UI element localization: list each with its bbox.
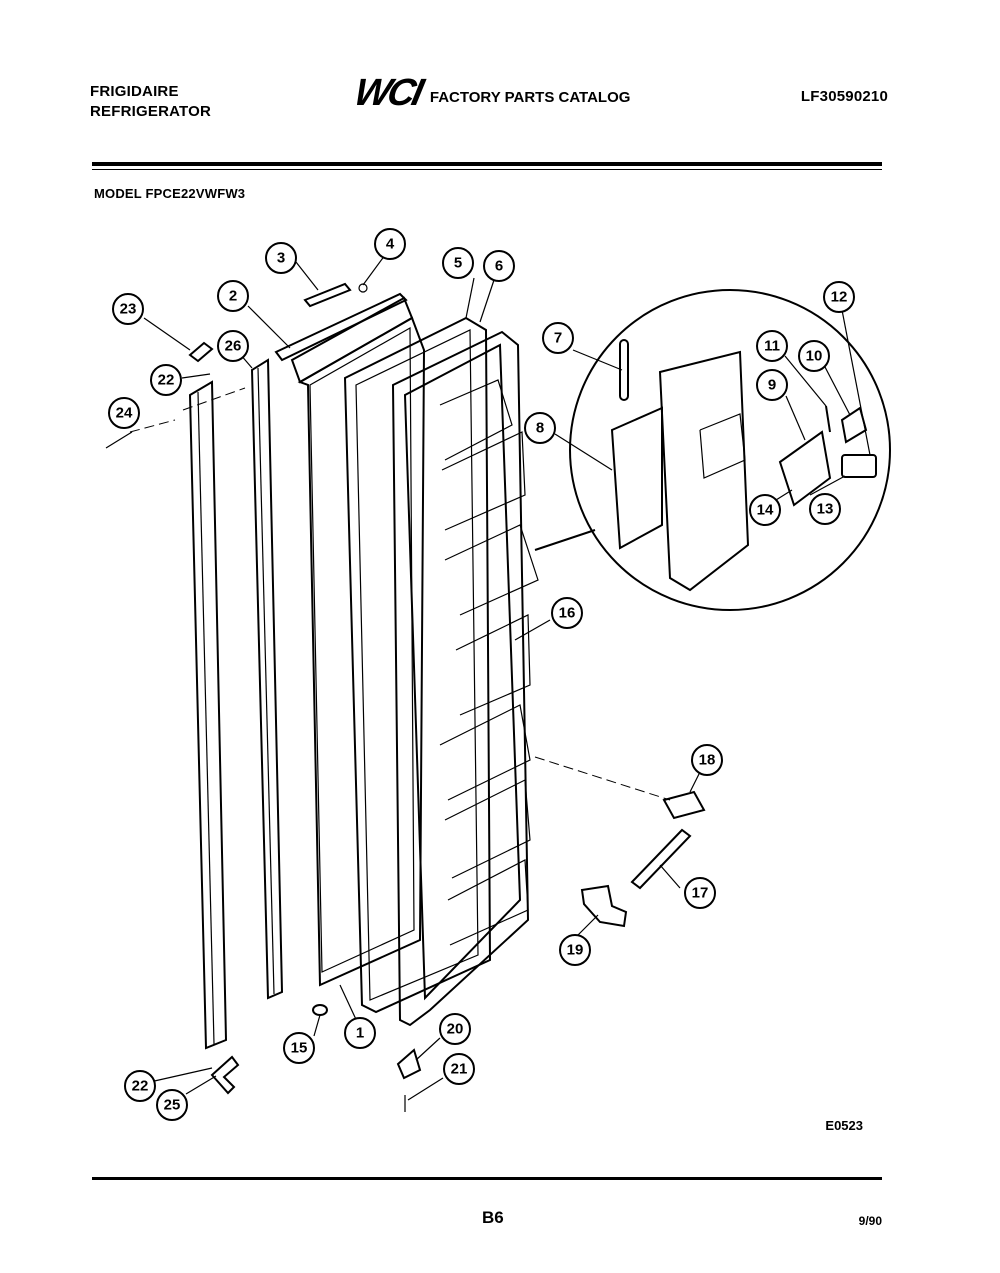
svg-text:19: 19 xyxy=(567,942,584,959)
svg-text:8: 8 xyxy=(536,420,544,437)
svg-text:21: 21 xyxy=(451,1061,468,1078)
svg-text:5: 5 xyxy=(454,255,462,272)
callout-6: 6 xyxy=(483,250,515,282)
top-divider xyxy=(92,162,882,166)
svg-text:10: 10 xyxy=(806,348,823,365)
svg-text:24: 24 xyxy=(116,405,133,422)
screw-24 xyxy=(105,431,133,449)
diagram-code: E0523 xyxy=(825,1118,863,1133)
svg-text:2: 2 xyxy=(229,288,237,305)
door-gasket xyxy=(343,316,492,1014)
callout-22-bottom: 22 xyxy=(124,1070,156,1102)
catalog-heading: WCI FACTORY PARTS CATALOG xyxy=(351,72,631,115)
callout-17: 17 xyxy=(684,877,716,909)
callout-26: 26 xyxy=(217,330,249,362)
lower-hinge-bracket xyxy=(210,1055,240,1095)
svg-text:20: 20 xyxy=(447,1021,464,1038)
callout-15: 15 xyxy=(283,1032,315,1064)
callout-5: 5 xyxy=(442,247,474,279)
rail-end-cap xyxy=(580,884,628,928)
model-label: MODEL FPCE22VWFW3 xyxy=(94,186,246,201)
shelf-clip xyxy=(662,790,706,820)
svg-text:1: 1 xyxy=(356,1025,364,1042)
callout-19: 19 xyxy=(559,934,591,966)
catalog-title: FACTORY PARTS CATALOG xyxy=(429,89,631,106)
dispenser-frame xyxy=(778,430,832,507)
callout-20: 20 xyxy=(439,1013,471,1045)
shelf-rail xyxy=(630,828,692,890)
switch-cover xyxy=(841,454,877,478)
upper-hinge-bracket xyxy=(188,341,214,363)
callout-10: 10 xyxy=(798,340,830,372)
brand-name: FRIGIDAIRE xyxy=(90,83,179,100)
svg-text:23: 23 xyxy=(120,301,137,318)
brand-block: FRIGIDAIRE REFRIGERATOR xyxy=(90,82,211,122)
callout-18: 18 xyxy=(691,744,723,776)
callout-21: 21 xyxy=(443,1053,475,1085)
gasket-strip xyxy=(250,358,284,1000)
cam-bracket xyxy=(396,1048,422,1080)
svg-text:3: 3 xyxy=(277,250,285,267)
callout-3: 3 xyxy=(265,242,297,274)
callout-12: 12 xyxy=(823,281,855,313)
door-trim-strip xyxy=(188,380,228,1050)
svg-text:13: 13 xyxy=(817,501,834,518)
top-trim-strip xyxy=(274,292,408,362)
svg-text:9: 9 xyxy=(768,377,776,394)
svg-text:7: 7 xyxy=(554,330,562,347)
svg-text:17: 17 xyxy=(692,885,709,902)
callout-7: 7 xyxy=(542,322,574,354)
dispenser-rod xyxy=(619,339,629,401)
svg-text:25: 25 xyxy=(164,1097,181,1114)
svg-text:26: 26 xyxy=(225,338,242,355)
callout-2: 2 xyxy=(217,280,249,312)
page-number: B6 xyxy=(482,1208,504,1227)
product-type: REFRIGERATOR xyxy=(90,103,212,120)
switch-bracket xyxy=(840,406,868,444)
svg-text:16: 16 xyxy=(559,605,576,622)
callout-11: 11 xyxy=(756,330,788,362)
callout-16: 16 xyxy=(551,597,583,629)
callout-22-top: 22 xyxy=(150,364,182,396)
spring xyxy=(825,405,831,433)
catalog-number: LF30590210 xyxy=(800,88,888,105)
detail-pointer xyxy=(534,529,596,551)
detail-zoom-circle xyxy=(569,289,891,611)
top-divider-thin xyxy=(92,169,882,170)
callout-24: 24 xyxy=(108,397,140,429)
callout-13: 13 xyxy=(809,493,841,525)
catalog-date: 9/90 xyxy=(858,1214,882,1228)
leader-22 xyxy=(182,387,246,411)
callout-1: 1 xyxy=(344,1017,376,1049)
callout-14: 14 xyxy=(749,494,781,526)
inner-door-liner xyxy=(391,330,539,1027)
callout-4: 4 xyxy=(374,228,406,260)
bottom-divider xyxy=(92,1177,882,1180)
svg-text:15: 15 xyxy=(291,1040,308,1057)
svg-text:6: 6 xyxy=(495,258,503,275)
callout-23: 23 xyxy=(112,293,144,325)
leader-24 xyxy=(129,419,176,433)
svg-text:4: 4 xyxy=(386,236,395,253)
handle-bracket xyxy=(303,282,352,308)
screw xyxy=(358,283,368,293)
dispenser-housing xyxy=(658,350,750,592)
insulation-foam xyxy=(610,406,663,550)
leader-18 xyxy=(534,756,671,801)
callout-25: 25 xyxy=(156,1089,188,1121)
door-stop xyxy=(312,1004,328,1016)
svg-text:14: 14 xyxy=(757,502,774,519)
callout-9: 9 xyxy=(756,369,788,401)
svg-text:11: 11 xyxy=(764,338,780,355)
svg-text:22: 22 xyxy=(158,372,175,389)
callout-8: 8 xyxy=(524,412,556,444)
svg-text:12: 12 xyxy=(831,289,848,306)
svg-text:18: 18 xyxy=(699,752,716,769)
svg-text:22: 22 xyxy=(132,1078,149,1095)
